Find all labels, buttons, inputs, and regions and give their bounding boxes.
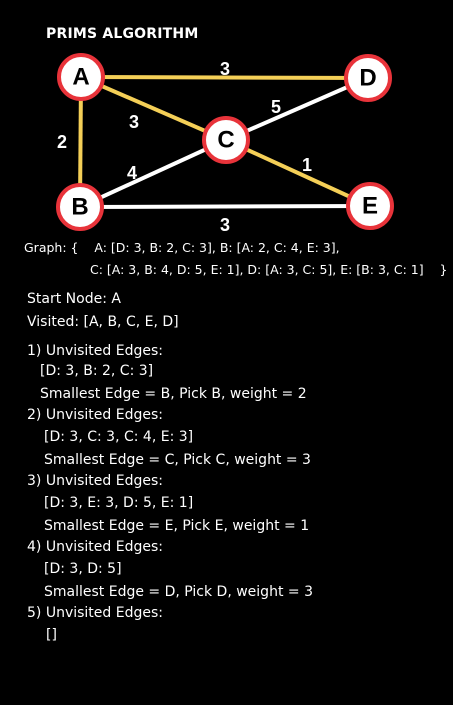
edge-weight-a-c: 3 — [129, 112, 139, 132]
node-label: E — [362, 192, 378, 219]
start-node-text: Start Node: A — [27, 291, 121, 307]
step-3-edges: [D: 3, E: 3, D: 5, E: 1] — [44, 495, 194, 511]
edge-weight-b-c: 4 — [127, 163, 137, 183]
edge-a-d — [80, 75, 369, 80]
node-label: B — [71, 193, 88, 220]
edge-weight-c-e: 1 — [302, 155, 312, 175]
edge-c-e — [225, 138, 371, 208]
step-1-header: 1) Unvisited Edges: — [27, 343, 163, 359]
step-2-pick: Smallest Edge = C, Pick C, weight = 3 — [44, 452, 311, 468]
step-5-edges: [] — [46, 627, 57, 643]
step-4-header: 4) Unvisited Edges: — [27, 539, 163, 555]
step-2-edges: [D: 3, C: 3, C: 4, E: 3] — [44, 429, 194, 445]
graph-definition-line-2: C: [A: 3, B: 4, D: 5, E: 1], D: [A: 3, C… — [90, 262, 448, 277]
node-b: B — [56, 183, 104, 231]
step-4-edges: [D: 3, D: 5] — [44, 561, 122, 577]
edge-weight-c-d: 5 — [271, 97, 281, 117]
node-a: A — [57, 53, 105, 101]
edge-weight-a-d: 3 — [220, 59, 230, 79]
node-circle — [56, 183, 104, 231]
node-c: C — [202, 116, 250, 164]
node-e: E — [346, 182, 394, 230]
step-4-pick: Smallest Edge = D, Pick D, weight = 3 — [44, 584, 313, 600]
edge-b-e — [79, 204, 371, 209]
visited-text: Visited: [A, B, C, E, D] — [27, 314, 179, 330]
edge-a-c — [80, 75, 227, 142]
step-5-header: 5) Unvisited Edges: — [27, 605, 163, 621]
graph-diagram: 3 2 3 5 4 1 3 A B C D E — [56, 53, 394, 235]
page-title: PRIMS ALGORITHM — [46, 26, 199, 42]
edge-weight-b-e: 3 — [220, 215, 230, 235]
node-d: D — [344, 54, 392, 102]
node-label: D — [359, 64, 376, 91]
step-1-pick: Smallest Edge = B, Pick B, weight = 2 — [40, 386, 307, 402]
step-1-edges: [D: 3, B: 2, C: 3] — [40, 363, 154, 379]
step-3-pick: Smallest Edge = E, Pick E, weight = 1 — [44, 518, 310, 534]
step-2-header: 2) Unvisited Edges: — [27, 407, 163, 423]
step-3-header: 3) Unvisited Edges: — [27, 473, 163, 489]
node-label: C — [217, 126, 234, 153]
node-circle — [202, 116, 250, 164]
node-circle — [57, 53, 105, 101]
edge-c-d — [225, 76, 369, 142]
node-label: A — [72, 63, 89, 90]
edge-b-c — [79, 138, 227, 209]
node-circle — [344, 54, 392, 102]
graph-definition-line-1: Graph: { A: [D: 3, B: 2, C: 3], B: [A: 2… — [24, 240, 340, 255]
edge-weight-a-b: 2 — [57, 132, 67, 152]
node-circle — [346, 182, 394, 230]
